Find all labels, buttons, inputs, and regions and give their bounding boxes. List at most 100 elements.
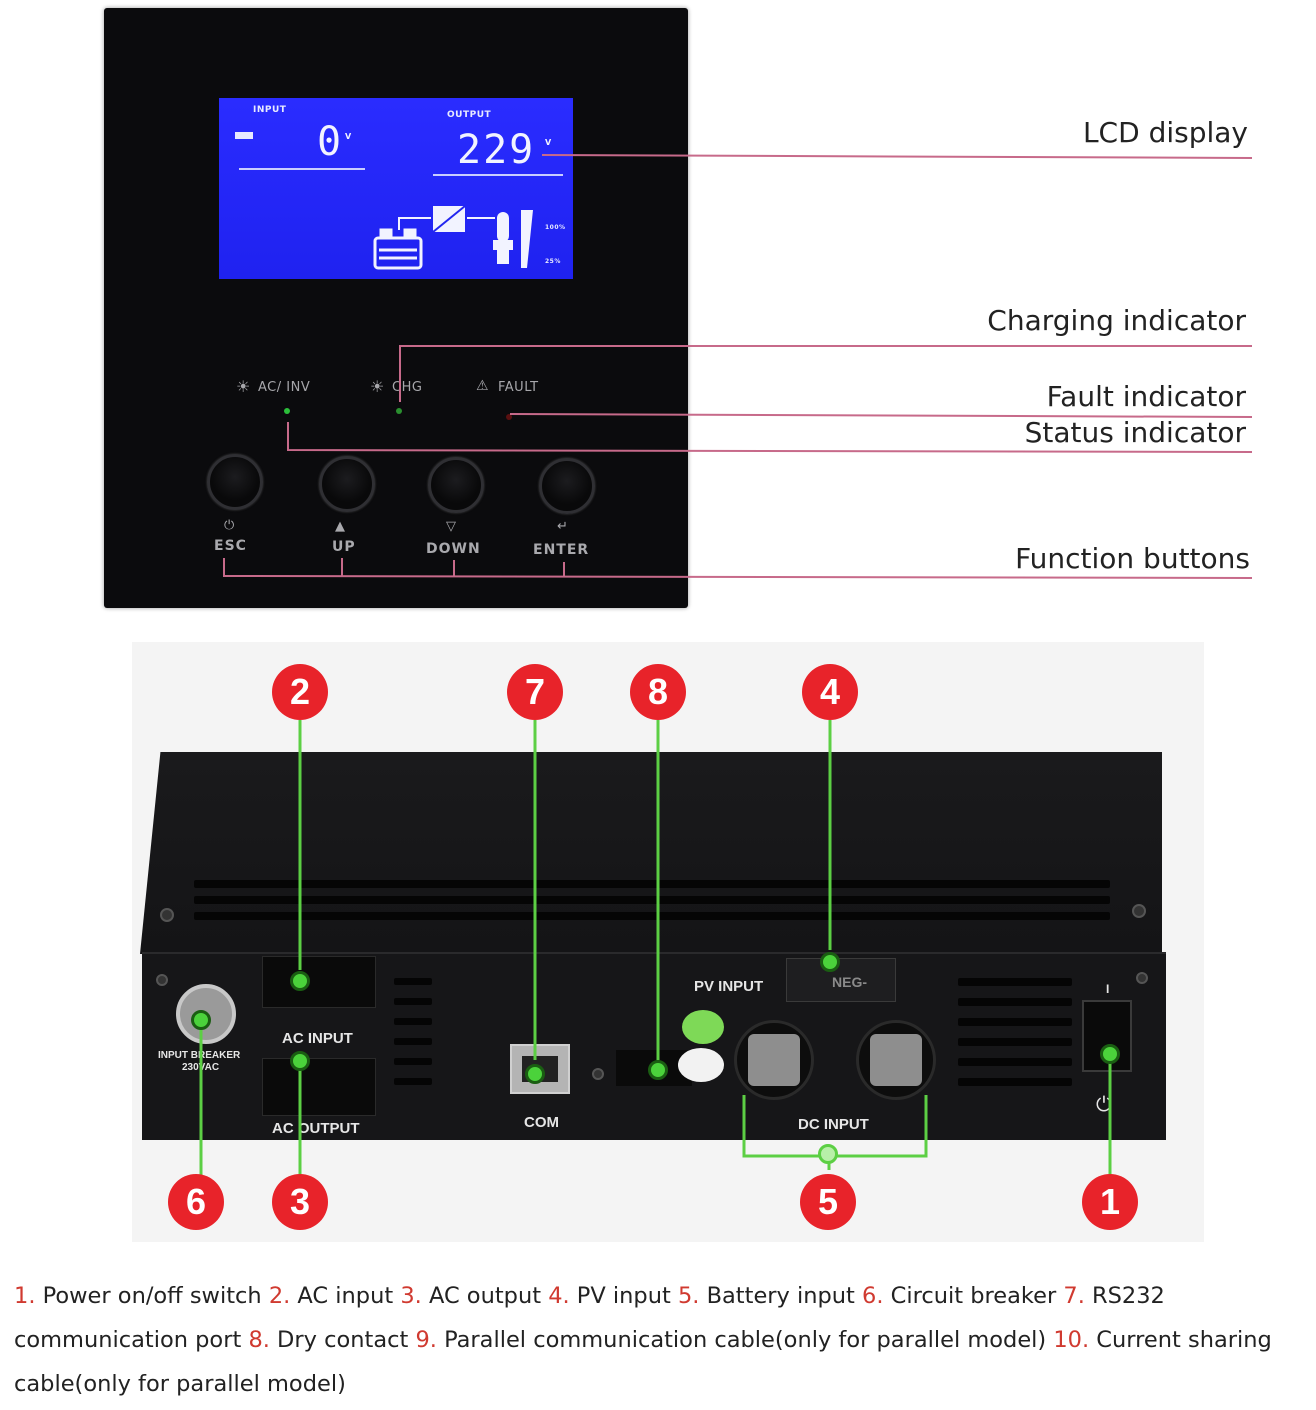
com-label: COM	[524, 1114, 559, 1131]
vent-slot	[958, 1078, 1072, 1086]
caption-num: 5.	[677, 1283, 700, 1309]
callout-charging-indicator: Charging indicator	[987, 304, 1246, 337]
charging-led	[396, 408, 402, 414]
badge-1: 1	[1082, 1174, 1138, 1230]
vent-slot	[194, 912, 1110, 920]
vent-slot	[394, 1078, 432, 1085]
lcd-input-value: 0	[317, 119, 344, 165]
caption-text: Power on/off switch	[35, 1283, 269, 1309]
screw-icon	[156, 974, 168, 986]
ac-output-socket	[262, 1058, 376, 1116]
vent-slot	[394, 1018, 432, 1025]
ac-input-socket	[262, 956, 376, 1008]
ac-output-label: AC OUTPUT	[272, 1120, 360, 1137]
rear-housing-top	[140, 752, 1162, 954]
caption-text: PV input	[569, 1283, 678, 1309]
caption-num: 10.	[1053, 1327, 1090, 1353]
badge-3: 3	[272, 1174, 328, 1230]
caption-text: Current sharing cable(only for parallel …	[14, 1327, 1272, 1397]
vent-slot	[394, 998, 432, 1005]
warning-icon: ⚠	[476, 378, 489, 394]
green-callout-lines	[199, 720, 1112, 1180]
marker-com	[525, 1064, 545, 1084]
callout-lcd-display: LCD display	[1082, 116, 1248, 149]
up-button[interactable]	[319, 456, 375, 512]
switch-on-label: I	[1106, 982, 1110, 996]
caption-text: Parallel communication cable(only for pa…	[436, 1327, 1054, 1353]
lcd-flow-icons	[373, 205, 533, 270]
vent-slot	[958, 998, 1072, 1006]
down-label: DOWN	[426, 541, 481, 557]
screw-icon	[592, 1068, 604, 1080]
screw-icon	[1132, 904, 1146, 918]
callout-function-buttons: Function buttons	[1015, 542, 1250, 575]
down-button[interactable]	[428, 457, 484, 513]
ac-input-label: AC INPUT	[282, 1030, 353, 1047]
power-icon: ⏻	[1096, 1092, 1112, 1116]
caption-num: 6.	[862, 1283, 884, 1309]
badge-6: 6	[168, 1174, 224, 1230]
down-arrow-icon: ▽	[446, 519, 456, 534]
enter-button[interactable]	[539, 458, 595, 514]
caption-text: AC output	[421, 1283, 549, 1309]
vent-slot	[958, 1058, 1072, 1066]
badge-7: 7	[507, 664, 563, 720]
inverter-icon	[432, 205, 466, 233]
battery-mini-icon	[235, 132, 253, 139]
esc-button[interactable]	[207, 454, 263, 510]
caption-text: RS232 communication port	[14, 1283, 1165, 1353]
flow-arrows-icon	[398, 217, 495, 230]
caption-num: 7.	[1063, 1283, 1085, 1309]
power-switch[interactable]	[1082, 1000, 1132, 1072]
marker-dry-contact	[648, 1060, 668, 1080]
callout-status-indicator: Status indicator	[1024, 416, 1246, 449]
vent-slot	[958, 978, 1072, 986]
badge-8: 8	[630, 664, 686, 720]
sun-icon: ☀	[370, 377, 385, 396]
caption-legend: 1. Power on/off switch 2. AC input 3. AC…	[14, 1274, 1314, 1406]
screw-icon	[160, 908, 174, 922]
enter-label: ENTER	[533, 542, 590, 558]
battery-icon	[373, 228, 423, 270]
vent-slot	[958, 1018, 1072, 1026]
lcd-pct-high: 100%	[545, 224, 566, 231]
marker-pv-input	[820, 952, 840, 972]
enter-arrow-icon: ↵	[557, 519, 568, 534]
badge-2: 2	[272, 664, 328, 720]
caption-text: Circuit breaker	[883, 1283, 1064, 1309]
up-arrow-icon: ▲	[335, 519, 345, 534]
status-led	[284, 408, 290, 414]
lcd-input-label: INPUT	[253, 105, 287, 115]
caption-num: 2.	[268, 1283, 291, 1309]
dc-input-label: DC INPUT	[798, 1116, 869, 1133]
vent-slot	[394, 1038, 432, 1045]
lcd-output-label: OUTPUT	[447, 110, 492, 120]
breaker-label: INPUT BREAKER	[158, 1050, 241, 1061]
lcd-input-rule	[239, 168, 365, 170]
badge-5: 5	[800, 1174, 856, 1230]
marker-ac-output	[290, 1051, 310, 1071]
caption-num: 3.	[400, 1283, 422, 1309]
load-bar-icon	[521, 210, 533, 268]
badge-4: 4	[802, 664, 858, 720]
vent-slot	[394, 1058, 432, 1065]
dc-terminal-insert	[748, 1034, 800, 1086]
caption-text: AC input	[290, 1283, 401, 1309]
marker-power-switch	[1100, 1044, 1120, 1064]
caption-num: 1.	[14, 1283, 36, 1309]
marker-dc-input	[818, 1144, 838, 1164]
sticker-icon	[682, 1010, 724, 1044]
vent-slot	[958, 1038, 1072, 1046]
neg-label: NEG-	[832, 974, 867, 990]
lcd-output-value: 229	[457, 127, 536, 173]
power-symbol-icon: ⏻	[224, 518, 235, 533]
pv-input-label: PV INPUT	[694, 978, 764, 995]
vent-slot	[194, 896, 1110, 904]
vent-slot	[394, 978, 432, 985]
caption-num: 9.	[415, 1327, 437, 1353]
marker-breaker	[191, 1010, 211, 1030]
lcd-output-rule	[433, 174, 563, 176]
pv-input-terminal	[786, 958, 896, 1002]
callout-fault-indicator: Fault indicator	[1046, 380, 1246, 413]
lcd-input-unit: V	[345, 132, 352, 141]
